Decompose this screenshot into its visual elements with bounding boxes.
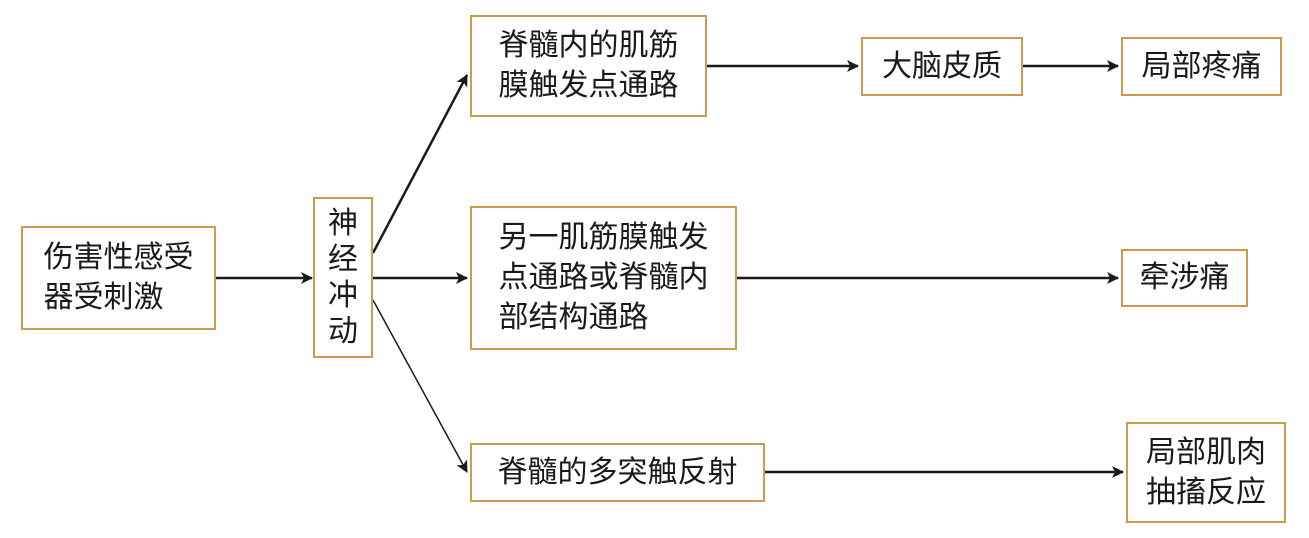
node-local-pain: 局部疼痛: [1121, 37, 1282, 96]
node-middle-path: 另一肌筋膜触发 点通路或脊髓内 部结构通路: [470, 206, 737, 350]
node-cortex-label: 大脑皮质: [882, 48, 1002, 84]
node-twitch: 局部肌肉 抽搐反应: [1126, 422, 1286, 523]
edge-impulse-bottom-path: [372, 299, 468, 473]
node-top-path: 脊髓内的肌筋 膜触发点通路: [470, 15, 707, 117]
node-stimulus: 伤害性感受 器受刺激: [21, 226, 216, 330]
node-impulse: 神 经 冲 动: [313, 197, 373, 358]
node-twitch-label: 局部肌肉 抽搐反应: [1146, 434, 1266, 510]
node-middle-path-label: 另一肌筋膜触发 点通路或脊髓内 部结构通路: [498, 220, 709, 335]
node-bottom-path-label: 脊髓的多突触反射: [497, 454, 738, 490]
node-stimulus-label: 伤害性感受 器受刺激: [43, 240, 194, 315]
node-referred-pain-label: 牵涉痛: [1139, 260, 1230, 295]
node-impulse-label: 神 经 冲 动: [328, 205, 358, 349]
node-top-path-label: 脊髓内的肌筋 膜触发点通路: [498, 28, 679, 103]
node-referred-pain: 牵涉痛: [1121, 249, 1248, 307]
edge-impulse-top-path: [371, 74, 469, 254]
node-cortex: 大脑皮质: [861, 37, 1023, 96]
node-local-pain-label: 局部疼痛: [1141, 48, 1262, 84]
node-bottom-path: 脊髓的多突触反射: [470, 443, 765, 502]
